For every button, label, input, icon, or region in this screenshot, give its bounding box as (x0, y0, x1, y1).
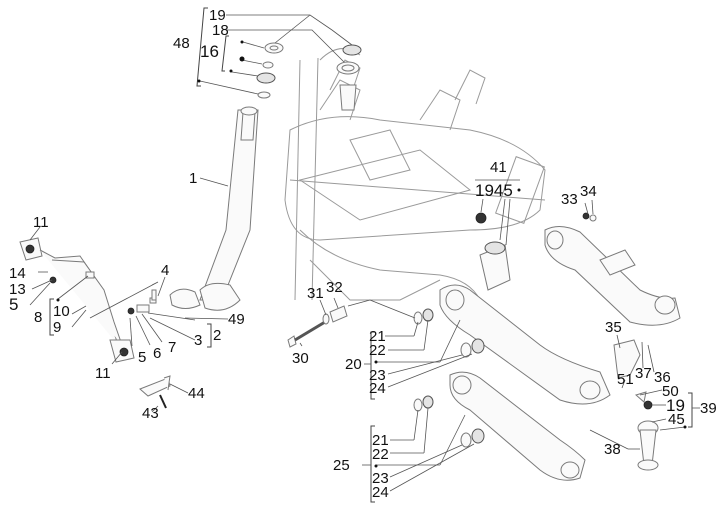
bolt-30 (287, 305, 348, 348)
label-30: 30 (292, 350, 309, 367)
part-labels: 19 18 48 16 1 11 14 13 5 8 10 9 11 4 49 … (9, 7, 717, 501)
label-49: 49 (228, 311, 245, 328)
label-19-right: 19 (666, 396, 685, 415)
label-34: 34 (580, 183, 597, 200)
label-51: 51 (617, 371, 634, 388)
label-39: 39 (700, 400, 717, 417)
label-43: 43 (142, 405, 159, 422)
head-bearing-parts (256, 42, 362, 111)
label-32: 32 (326, 279, 343, 296)
label-45: 45 (668, 411, 685, 428)
label-7: 7 (168, 339, 176, 356)
label-21-upper: 21 (369, 328, 386, 345)
label-5-center: 5 (138, 349, 146, 366)
label-10: 10 (53, 303, 70, 320)
label-19-top: 19 (209, 7, 226, 24)
seal-rings (413, 212, 597, 448)
label-5-left: 5 (9, 295, 18, 314)
label-3: 3 (194, 332, 202, 349)
label-35: 35 (605, 319, 622, 336)
label-41: 41 (490, 159, 507, 176)
label-16: 16 (200, 42, 219, 61)
label-24-lower: 24 (372, 484, 389, 501)
label-1: 1 (189, 170, 197, 187)
label-22-upper: 22 (369, 342, 386, 359)
main-frame (284, 48, 546, 301)
label-2: 2 (213, 327, 221, 344)
label-44: 44 (188, 385, 205, 402)
label-23-lower: 23 (372, 470, 389, 487)
label-24-upper: 24 (369, 380, 386, 397)
steering-column (169, 106, 259, 311)
lower-arm (449, 371, 586, 481)
label-33: 33 (561, 191, 578, 208)
label-18: 18 (212, 22, 229, 39)
leader-lines (29, 7, 700, 503)
label-13: 13 (9, 281, 26, 298)
label-31: 31 (307, 285, 324, 302)
bolt-parts (127, 289, 157, 315)
label-20: 20 (345, 356, 362, 373)
label-21-lower: 21 (372, 432, 389, 449)
upper-arm-right (544, 226, 681, 326)
label-25: 25 (333, 457, 350, 474)
label-48: 48 (173, 35, 190, 52)
label-38: 38 (604, 441, 621, 458)
label-14: 14 (9, 265, 26, 282)
label-1945: 1945 (475, 181, 513, 200)
label-9: 9 (53, 319, 61, 336)
label-4: 4 (161, 262, 169, 279)
pivot-post (637, 420, 659, 471)
middle-arm (439, 241, 611, 405)
label-37: 37 (635, 365, 652, 382)
label-8: 8 (34, 309, 42, 326)
label-36: 36 (654, 369, 671, 386)
label-50: 50 (662, 383, 679, 400)
label-6: 6 (153, 345, 161, 362)
left-linkage (19, 237, 135, 363)
label-11-top: 11 (33, 214, 49, 231)
label-23-upper: 23 (369, 367, 386, 384)
label-11-bottom: 11 (95, 365, 111, 382)
bracket-44 (139, 375, 171, 409)
label-22-lower: 22 (372, 446, 389, 463)
bracket-35 (613, 339, 653, 410)
